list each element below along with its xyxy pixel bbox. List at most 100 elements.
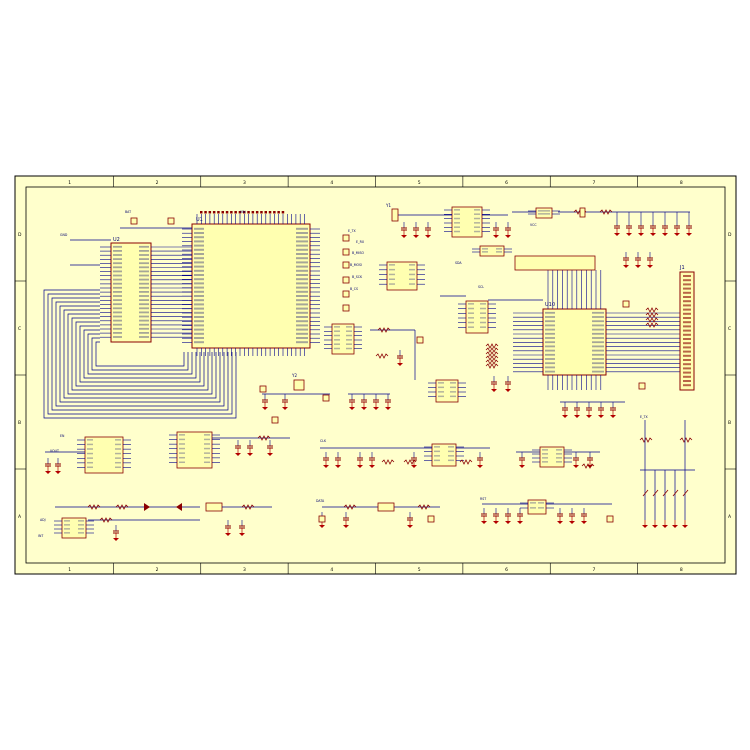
- ic-pin-label: [389, 278, 395, 280]
- mcu-main-pin-label: [194, 278, 204, 281]
- ic-pin-label: [538, 210, 544, 212]
- ic-left-pin-label: [113, 319, 122, 322]
- mcu-main-pin-label: [296, 303, 308, 306]
- bus-wires: [43, 227, 237, 419]
- mcu-right-pin-label: [592, 349, 604, 352]
- ic-left-pin-label: [139, 266, 149, 269]
- ic-left-pin-label: [139, 332, 149, 334]
- connector-j1-ref: J1: [679, 265, 685, 271]
- connector-pin: [683, 350, 691, 353]
- ic-pin-label: [454, 213, 460, 215]
- ic-pin-label: [334, 339, 340, 341]
- ic-pin-label: [496, 248, 502, 250]
- ic-pin-label: [64, 528, 70, 530]
- ic-left-pin-label: [139, 274, 149, 277]
- mcu-right-pin-label: [592, 362, 604, 365]
- mcu-right-pin-label: [592, 370, 604, 373]
- ic-pin-label: [468, 317, 474, 319]
- ic-pin-label: [87, 466, 93, 469]
- mcu-main-pin-label: [296, 341, 308, 344]
- connector-pin: [683, 279, 691, 282]
- resistor: [639, 437, 653, 443]
- ic-pin-label: [434, 459, 440, 462]
- ic-left-pin-label: [113, 291, 122, 293]
- ic-pin-label: [87, 452, 93, 455]
- mcu-right-pin-label: [592, 341, 604, 344]
- mcu-main-top-pad: [273, 211, 276, 214]
- connector-j1-pins: [683, 275, 691, 387]
- ground-icon: [45, 471, 51, 474]
- mcu-right[interactable]: U10: [513, 270, 680, 390]
- mcu-main-pin-label: [296, 227, 308, 230]
- test-point: [416, 336, 424, 344]
- ic-pin-label: [454, 209, 460, 211]
- connector-j1[interactable]: J1: [679, 265, 695, 391]
- ic-left-pin-label: [139, 295, 149, 297]
- mcu-main-top-pad: [238, 211, 242, 214]
- mcu-main-pin-label: [296, 307, 308, 310]
- ic-pin-label: [409, 273, 415, 276]
- mcu-right-pin-label: [545, 324, 555, 327]
- ic-pin-label: [556, 461, 562, 463]
- mcu-right-pin-label: [592, 324, 604, 327]
- ground-icon: [413, 235, 419, 238]
- ic-left-pin-label: [113, 332, 122, 334]
- ic-ldo-u14: [527, 499, 547, 515]
- mcu-main-pin-label: [296, 244, 308, 247]
- connector-pin: [683, 283, 691, 286]
- bus-wire: [59, 305, 221, 403]
- ground-icon: [650, 233, 656, 236]
- ground-icon: [672, 525, 678, 528]
- mcu-main-pin-label: [194, 227, 204, 230]
- ic-pin-label: [480, 317, 486, 319]
- test-point: [318, 515, 326, 523]
- ic-pin-label: [450, 395, 456, 398]
- zone-col-top: 6: [505, 180, 508, 186]
- ic-pin-label: [434, 450, 440, 453]
- ground-icon: [562, 415, 568, 418]
- zone-col-top: 1: [68, 180, 71, 186]
- mcu-main-pin-label: [194, 248, 204, 251]
- net-label: DATA: [316, 499, 325, 503]
- ic-pin-label: [556, 449, 562, 451]
- mcu-right-pin-label: [545, 362, 555, 365]
- mcu-main-pin-label: [194, 253, 204, 255]
- ic-mid-u7: [465, 300, 489, 334]
- ground-icon: [662, 233, 668, 236]
- mcu-main-pin-label: [194, 303, 204, 306]
- ic-reg-u11: [431, 443, 457, 467]
- oscillator-y2[interactable]: Y2: [291, 373, 305, 391]
- ic-pin-label: [468, 303, 474, 305]
- ground-icon: [369, 465, 375, 468]
- oscillator-y1[interactable]: Y1: [385, 203, 399, 222]
- connector-pin: [683, 329, 691, 332]
- ic-pin-label: [389, 268, 395, 271]
- ic-top-u6: [451, 206, 483, 238]
- ground-icon: [638, 233, 644, 236]
- ic-pin-label: [482, 251, 488, 253]
- mcu-right-pin-label: [545, 316, 555, 318]
- bus-wire: [83, 329, 197, 379]
- ic-pin-label: [179, 438, 185, 441]
- ic-pin-label: [334, 330, 340, 332]
- ic-pin-label: [482, 248, 488, 250]
- zone-col-bottom: 7: [592, 567, 595, 573]
- mcu-main-pin-label: [194, 290, 204, 293]
- net-label: B_MOSI: [350, 263, 362, 267]
- connector-pin: [683, 354, 691, 357]
- zone-col-bottom: 3: [243, 567, 246, 573]
- mcu-main-top-pad: [247, 211, 250, 214]
- ic-left[interactable]: U2: [100, 237, 192, 343]
- net-label: SDA: [455, 261, 462, 265]
- mcu-main-top-pad: [243, 211, 246, 214]
- connector-pin: [683, 275, 691, 277]
- ic-regulator-u4: [84, 436, 124, 474]
- ic-left-pin-label: [113, 315, 122, 318]
- mcu-main[interactable]: U1: [182, 211, 320, 356]
- net-labels: E_TXE_RXB_MISOB_MOSIB_SCKB_CSSDASCLVCCGN…: [38, 210, 649, 538]
- ground-icon: [519, 465, 525, 468]
- mcu-right-pin-label: [592, 320, 604, 323]
- net-label: RST: [480, 497, 486, 501]
- mcu-main-pin-label: [296, 286, 308, 289]
